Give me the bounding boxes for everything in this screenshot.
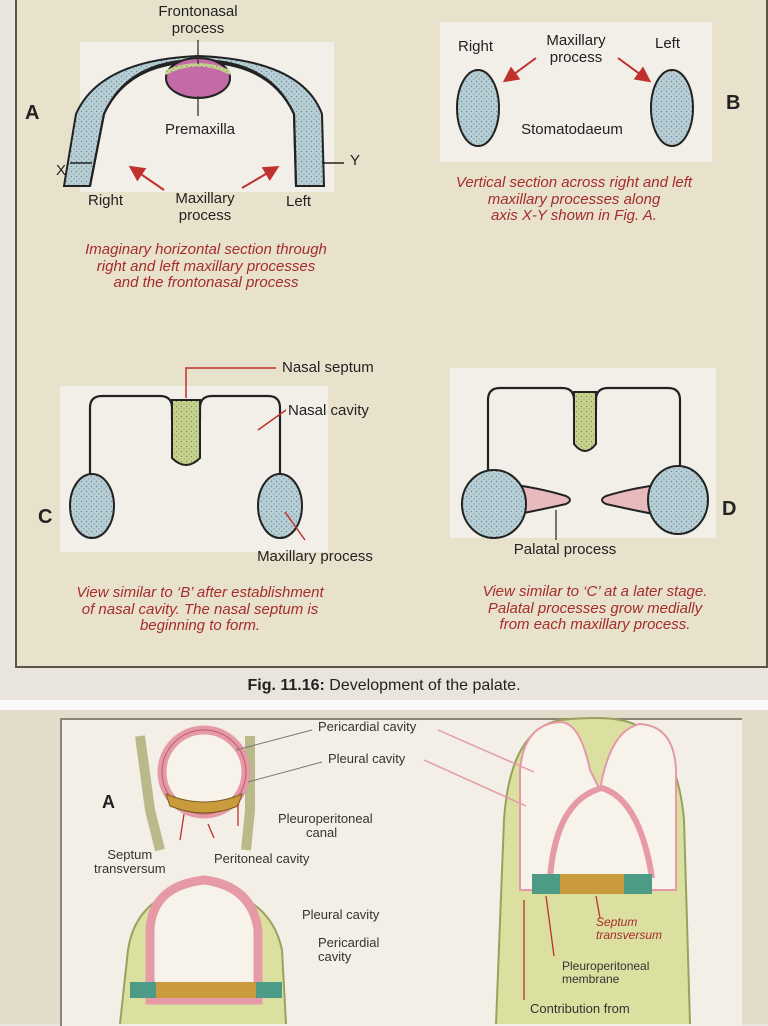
pointer-membrane (545, 895, 555, 957)
pointer-pleural-right (423, 759, 527, 807)
pleural-cavity-lower-label: Pleural cavity (302, 907, 380, 922)
maxillary-process-label: Maxillary process (257, 548, 373, 565)
label-d: D (722, 498, 737, 520)
nasal-septum-d (573, 391, 597, 452)
pointer-peritoneal (207, 823, 215, 839)
nasal-septum-pointer (185, 367, 276, 398)
arrow-b-right (502, 57, 537, 83)
arrow-b-left (617, 57, 652, 83)
palatal-process-label: Palatal process (513, 541, 617, 558)
body-wall-top (135, 735, 255, 852)
next-figure-diagram (119, 717, 691, 1025)
pericardial-ring-outline (161, 729, 247, 815)
maxilla-c-right (69, 473, 115, 539)
maxilla-d-right (461, 469, 527, 539)
frontonasal-band (166, 63, 230, 75)
nasal-septum-label: Nasal septum (282, 359, 374, 376)
figure-caption: Fig. 11.16: Development of the palate. (247, 677, 521, 694)
pleural-cavity-label: Pleural cavity (328, 751, 406, 766)
nasal-cavity-pointer (257, 409, 287, 431)
membrane-lower-right (256, 982, 282, 998)
arrow-left-maxilla (241, 165, 280, 189)
contribution-label: Contribution from (530, 1001, 630, 1016)
arrow-right-maxilla (128, 165, 165, 191)
pointer-septum-right (595, 895, 601, 919)
caption-d: View similar to ‘C’ at a later stage.Pal… (482, 583, 708, 633)
page-gap (0, 700, 768, 710)
pericardial-lower (145, 875, 263, 1005)
maxilla-d-left (647, 465, 709, 535)
right-label-a: Right (88, 192, 124, 209)
stomatodaeum-label: Stomatodaeum (521, 121, 623, 138)
left-label-a: Left (286, 193, 312, 210)
label-c: C (38, 506, 53, 528)
right-label-b: Right (458, 38, 494, 55)
membrane-right-right (624, 874, 652, 894)
septum-right (532, 874, 652, 894)
y-label: Y (350, 152, 361, 169)
left-label-b: Left (655, 35, 681, 52)
pointer-pericardial-right (437, 729, 535, 773)
pericardium-right (547, 784, 655, 879)
nasal-septum-shape (171, 399, 201, 466)
x-label: X (56, 162, 67, 179)
pointer-pleural (247, 761, 323, 783)
peritoneal-cavity-label: Peritoneal cavity (214, 851, 310, 866)
membrane-lower-left (130, 982, 156, 998)
septum-lower (130, 982, 282, 998)
membrane-right-left (532, 874, 560, 894)
label-a: A (25, 102, 40, 124)
premaxilla-label: Premaxilla (164, 121, 236, 138)
label-b: B (726, 92, 741, 114)
nasal-cavity-label: Nasal cavity (288, 402, 369, 419)
next-figure: A Pericardial cavity Pleural cavity Pleu… (0, 710, 768, 1026)
maxilla-c-left (257, 473, 303, 539)
maxilla-right-oval (456, 69, 500, 147)
next-label-a: A (102, 792, 115, 812)
pointer-pericardial (235, 729, 313, 751)
maxilla-left-oval (650, 69, 694, 147)
maxillary-process-pointer (284, 511, 306, 541)
palate-diagram (62, 40, 709, 541)
pericardial-cavity-label: Pericardial cavity (318, 719, 417, 734)
pointer-septum (179, 813, 185, 841)
